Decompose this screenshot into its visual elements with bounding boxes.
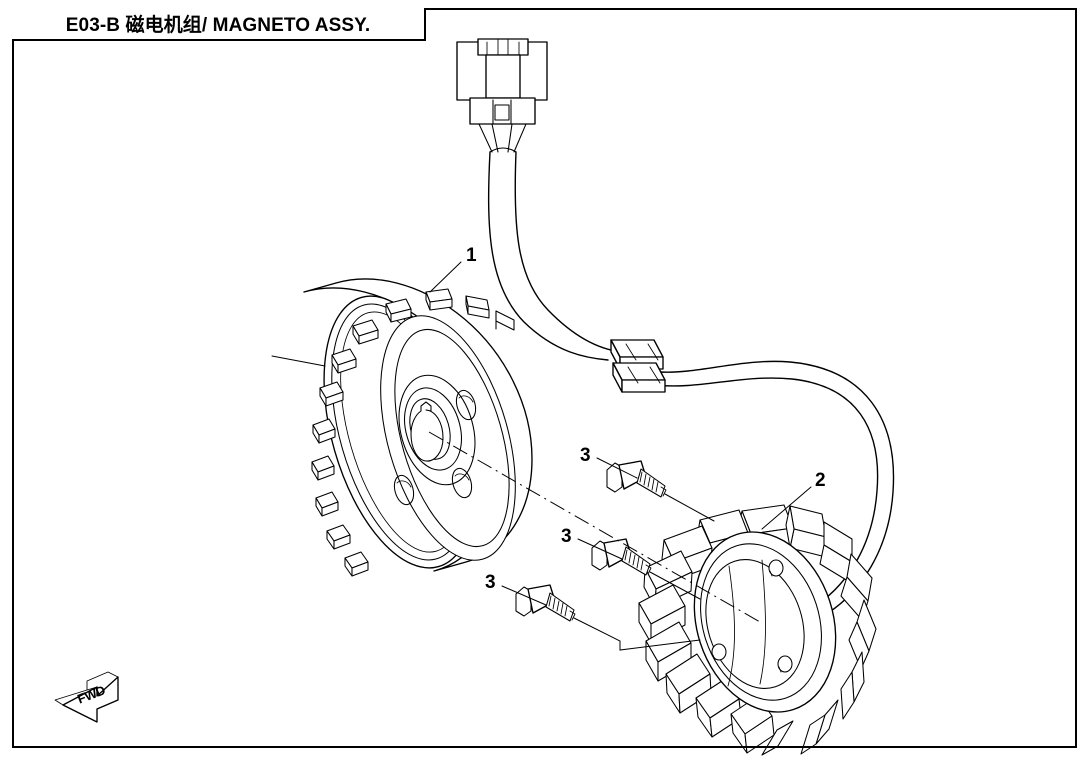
rotor-trigger-teeth	[311, 288, 515, 577]
callout-2-leader	[761, 486, 812, 530]
assembly-centerline	[428, 431, 761, 623]
title-block: E03-B 磁电机组/ MAGNETO ASSY.	[12, 8, 426, 41]
stator-mount-holes	[711, 559, 793, 673]
stator-wire-harness	[487, 151, 895, 614]
stator-poles	[638, 504, 877, 756]
callout-number-3b[interactable]: 3	[561, 526, 572, 547]
rotor-rim-leader	[271, 355, 326, 367]
stator-pole-assembly	[638, 504, 877, 756]
callout-number-3c[interactable]: 3	[485, 572, 496, 593]
flange-bolt	[501, 584, 701, 651]
wire-harness-connector	[456, 38, 548, 153]
forward-direction-arrow	[54, 671, 119, 723]
callout-number-3a[interactable]: 3	[580, 445, 591, 466]
callout-number-2[interactable]: 2	[815, 470, 826, 491]
title-text: E03-B 磁电机组/ MAGNETO ASSY.	[65, 15, 371, 36]
flange-bolt	[596, 457, 715, 522]
rotor-flywheel	[303, 278, 533, 577]
callout-1-leader	[429, 261, 462, 293]
cable-grommet-clamp	[610, 339, 666, 393]
flange-bolt	[577, 538, 701, 600]
callout-number-1[interactable]: 1	[466, 245, 477, 266]
